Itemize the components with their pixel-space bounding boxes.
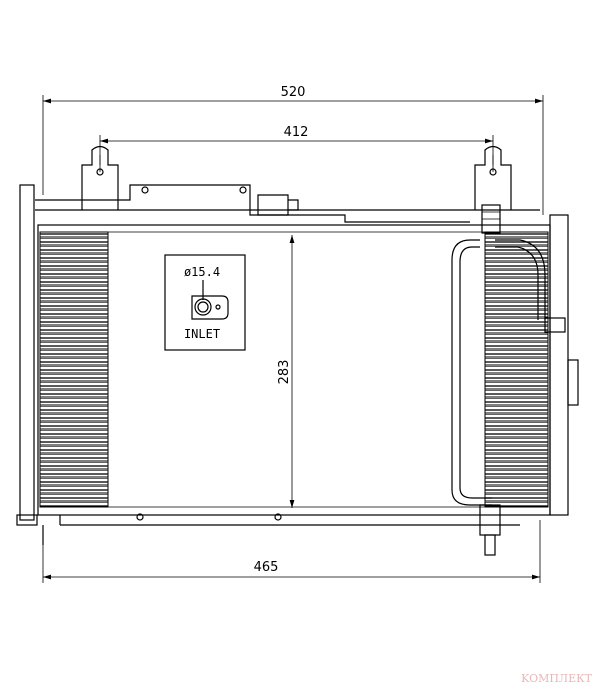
dimension-core-width [42, 520, 541, 583]
dimension-label-520: 520 [281, 85, 306, 100]
top-rail [35, 184, 540, 223]
inlet-label: INLET [184, 327, 220, 341]
mounting-bracket-left [81, 145, 119, 210]
dimension-label-283: 283 [277, 360, 292, 385]
inlet-diameter-label: ø15.4 [184, 265, 220, 279]
left-header-tank [16, 184, 44, 545]
inlet-detail [164, 254, 246, 351]
watermark-logo: KOMПЛЕКТ [521, 672, 592, 685]
dimension-label-465: 465 [254, 560, 279, 575]
dimension-overall-width [42, 95, 544, 215]
right-header-tank [544, 214, 579, 516]
refrigerant-pipe [451, 204, 546, 556]
mounting-bracket-right [474, 145, 512, 210]
condenser-core [37, 224, 551, 526]
dimension-label-412: 412 [284, 125, 309, 140]
